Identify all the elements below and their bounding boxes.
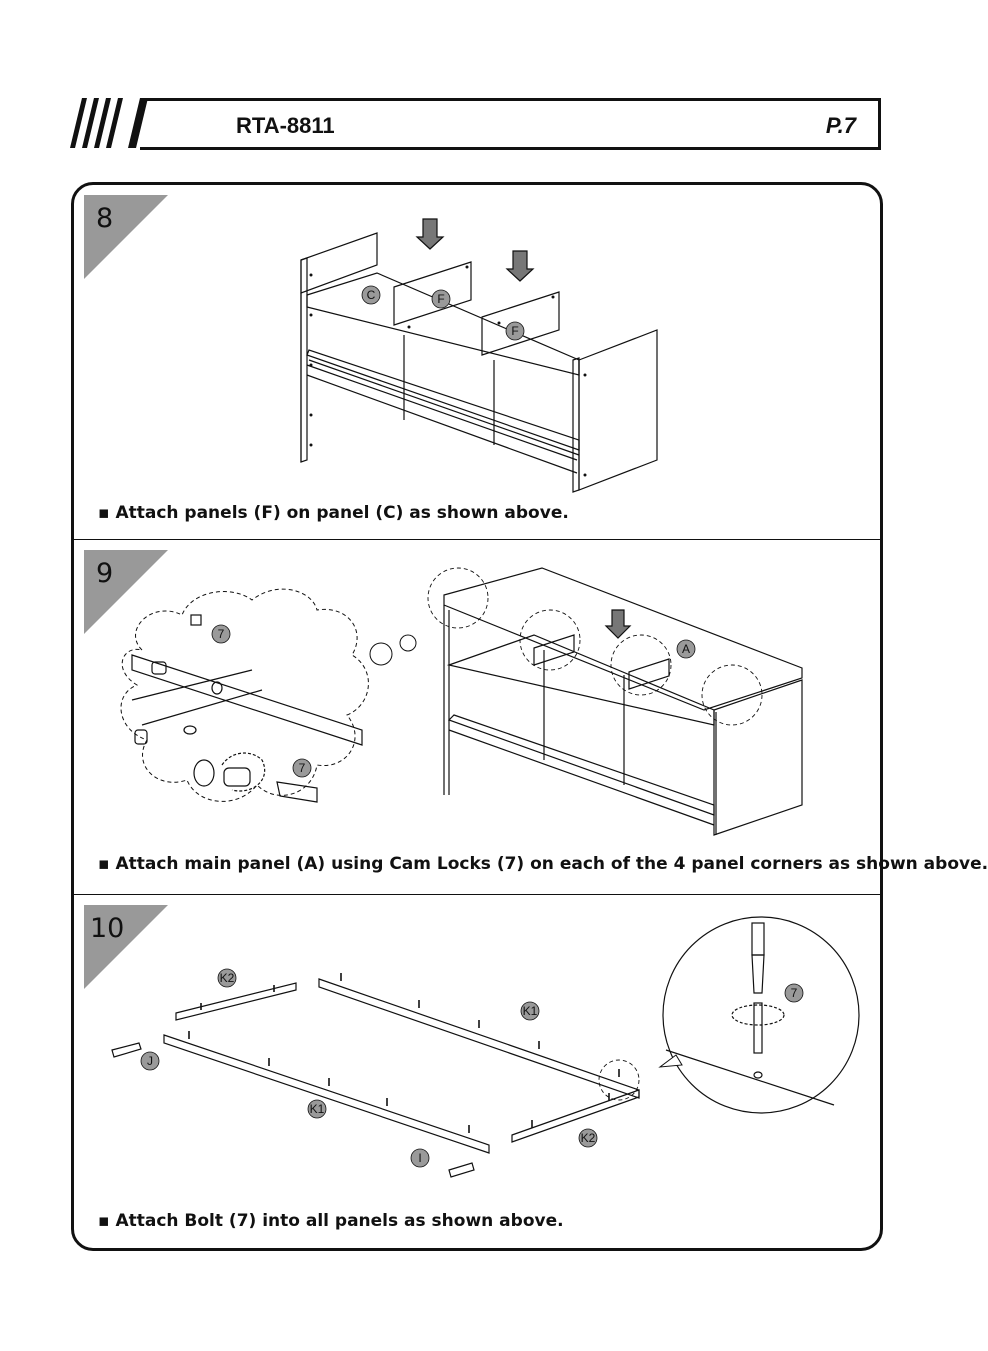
label-j: J — [147, 1054, 153, 1068]
header-title-box: RTA-8811 P.7 — [140, 98, 881, 150]
header-stripes-decoration — [70, 98, 148, 148]
step-badge-triangle — [84, 195, 168, 279]
label-i: I — [418, 1151, 421, 1165]
page-header: RTA-8811 P.7 — [70, 98, 882, 150]
label-c: C — [367, 288, 376, 302]
step-number: 8 — [96, 203, 114, 234]
label-cam-lock: 7 — [299, 761, 306, 775]
section-divider — [74, 539, 880, 540]
page-number: P.7 — [825, 113, 856, 138]
label-k1: K1 — [523, 1004, 538, 1018]
label-circle — [361, 285, 381, 305]
step-number: 10 — [90, 913, 125, 944]
cam-lock-detail-illustration: 7 7 — [120, 588, 417, 803]
step-10-section: 10 — [74, 895, 880, 1245]
step-9-illustration: A — [427, 567, 803, 836]
step-8-section: 8 — [74, 185, 880, 539]
section-divider — [74, 894, 880, 895]
step-number: 9 — [96, 558, 114, 589]
label-bolt: 7 — [791, 986, 798, 1000]
step-8-instruction: ▪ Attach panels (F) on panel (C) as show… — [98, 503, 569, 523]
instructions-frame: 8 — [71, 182, 988, 1251]
label-a: A — [682, 642, 690, 656]
label-cam-lock: 7 — [218, 627, 225, 641]
label-k2: K2 — [220, 971, 235, 985]
step-badge-triangle — [84, 905, 168, 989]
step-9-instruction: ▪ Attach main panel (A) using Cam Locks … — [98, 854, 988, 874]
step-9-section: 9 7 7 — [74, 540, 988, 893]
label-circle — [505, 321, 525, 341]
label-circle — [431, 289, 451, 309]
step-10-instruction: ▪ Attach Bolt (7) into all panels as sho… — [98, 1211, 564, 1231]
step-8-illustration: C F F — [300, 218, 658, 493]
bolt-detail-illustration: 7 — [658, 916, 860, 1114]
model-number: RTA-8811 — [236, 113, 335, 138]
label-f: F — [437, 292, 444, 306]
step-badge-triangle — [84, 550, 168, 634]
label-f: F — [511, 324, 518, 338]
label-k2: K2 — [581, 1131, 596, 1145]
label-k1: K1 — [310, 1102, 325, 1116]
step-10-illustration: K2 K1 J K1 I K2 — [111, 968, 640, 1178]
